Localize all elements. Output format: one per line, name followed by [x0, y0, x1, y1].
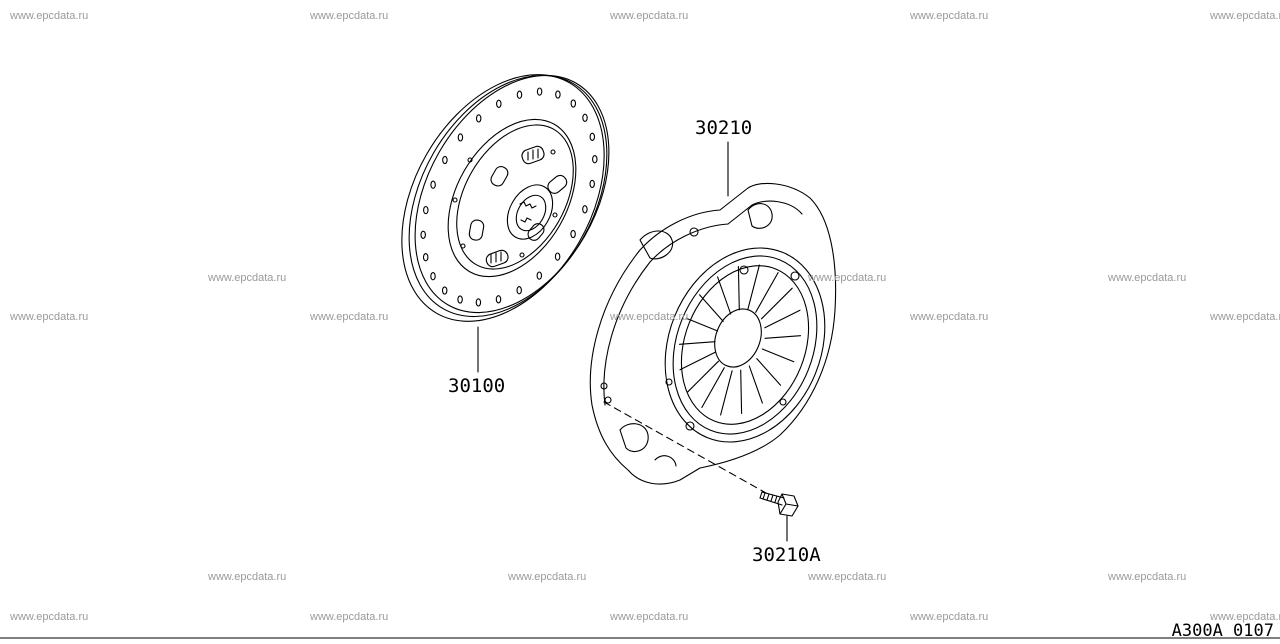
rivet-hole — [570, 99, 577, 108]
rivet-hole — [536, 271, 543, 280]
rivet-hole — [420, 230, 426, 239]
spring-finger — [747, 264, 760, 310]
spring-finger — [761, 348, 795, 363]
spring-finger — [756, 358, 782, 386]
rivet-hole — [592, 155, 598, 164]
diaphragm-spring-fingers — [678, 264, 802, 416]
spring-finger — [685, 317, 719, 332]
splined-hub — [506, 184, 554, 240]
spring-finger — [678, 341, 716, 345]
rivet-hole — [475, 114, 482, 123]
rivet-hole — [589, 179, 595, 189]
rivet-hole — [442, 155, 448, 165]
rivet-hole — [430, 180, 436, 189]
rivet-hole — [582, 205, 588, 214]
rivet-hole — [555, 90, 561, 99]
rivet-hole — [457, 295, 463, 304]
spring-finger — [717, 276, 732, 315]
rivet-hole — [496, 99, 502, 108]
clutch-cover[interactable] — [589, 182, 853, 485]
rivet-hole — [554, 252, 561, 261]
rivet-hole — [516, 90, 523, 99]
bolt-alignment-line — [603, 401, 767, 494]
rivet-hole — [430, 272, 436, 281]
spring-finger — [679, 351, 716, 371]
rivet-hole — [516, 286, 522, 295]
rivet-hole — [475, 298, 482, 307]
figure-reference: A300A 0107 — [1171, 621, 1274, 641]
spring-finger — [720, 370, 733, 416]
rivet-hole — [422, 253, 429, 262]
rivet-hole — [457, 133, 464, 142]
part-number-30210[interactable]: 30210 — [695, 117, 753, 139]
rivet-hole — [582, 113, 588, 122]
spring-finger — [737, 265, 740, 311]
clutch-disc[interactable] — [360, 39, 648, 357]
rivet-hole — [570, 229, 576, 239]
rivet-hole — [536, 87, 543, 96]
spring-finger — [687, 360, 720, 393]
spring-finger — [740, 369, 743, 415]
rivet-hole — [441, 286, 448, 295]
part-number-30100[interactable]: 30100 — [448, 375, 506, 397]
spring-finger — [755, 272, 779, 313]
spring-finger — [764, 309, 801, 329]
rivet-hole — [495, 295, 502, 304]
rivet-hole — [423, 205, 429, 215]
spring-finger — [760, 287, 793, 320]
spring-finger — [764, 335, 802, 339]
spring-finger — [701, 367, 725, 408]
disc-rivet-holes — [420, 87, 598, 307]
damper-springs — [468, 145, 568, 268]
spring-finger — [748, 365, 763, 404]
spring-finger — [698, 294, 724, 322]
rivet-hole — [589, 132, 596, 141]
cover-bolt[interactable] — [759, 491, 799, 517]
part-number-30210a[interactable]: 30210A — [752, 544, 821, 566]
